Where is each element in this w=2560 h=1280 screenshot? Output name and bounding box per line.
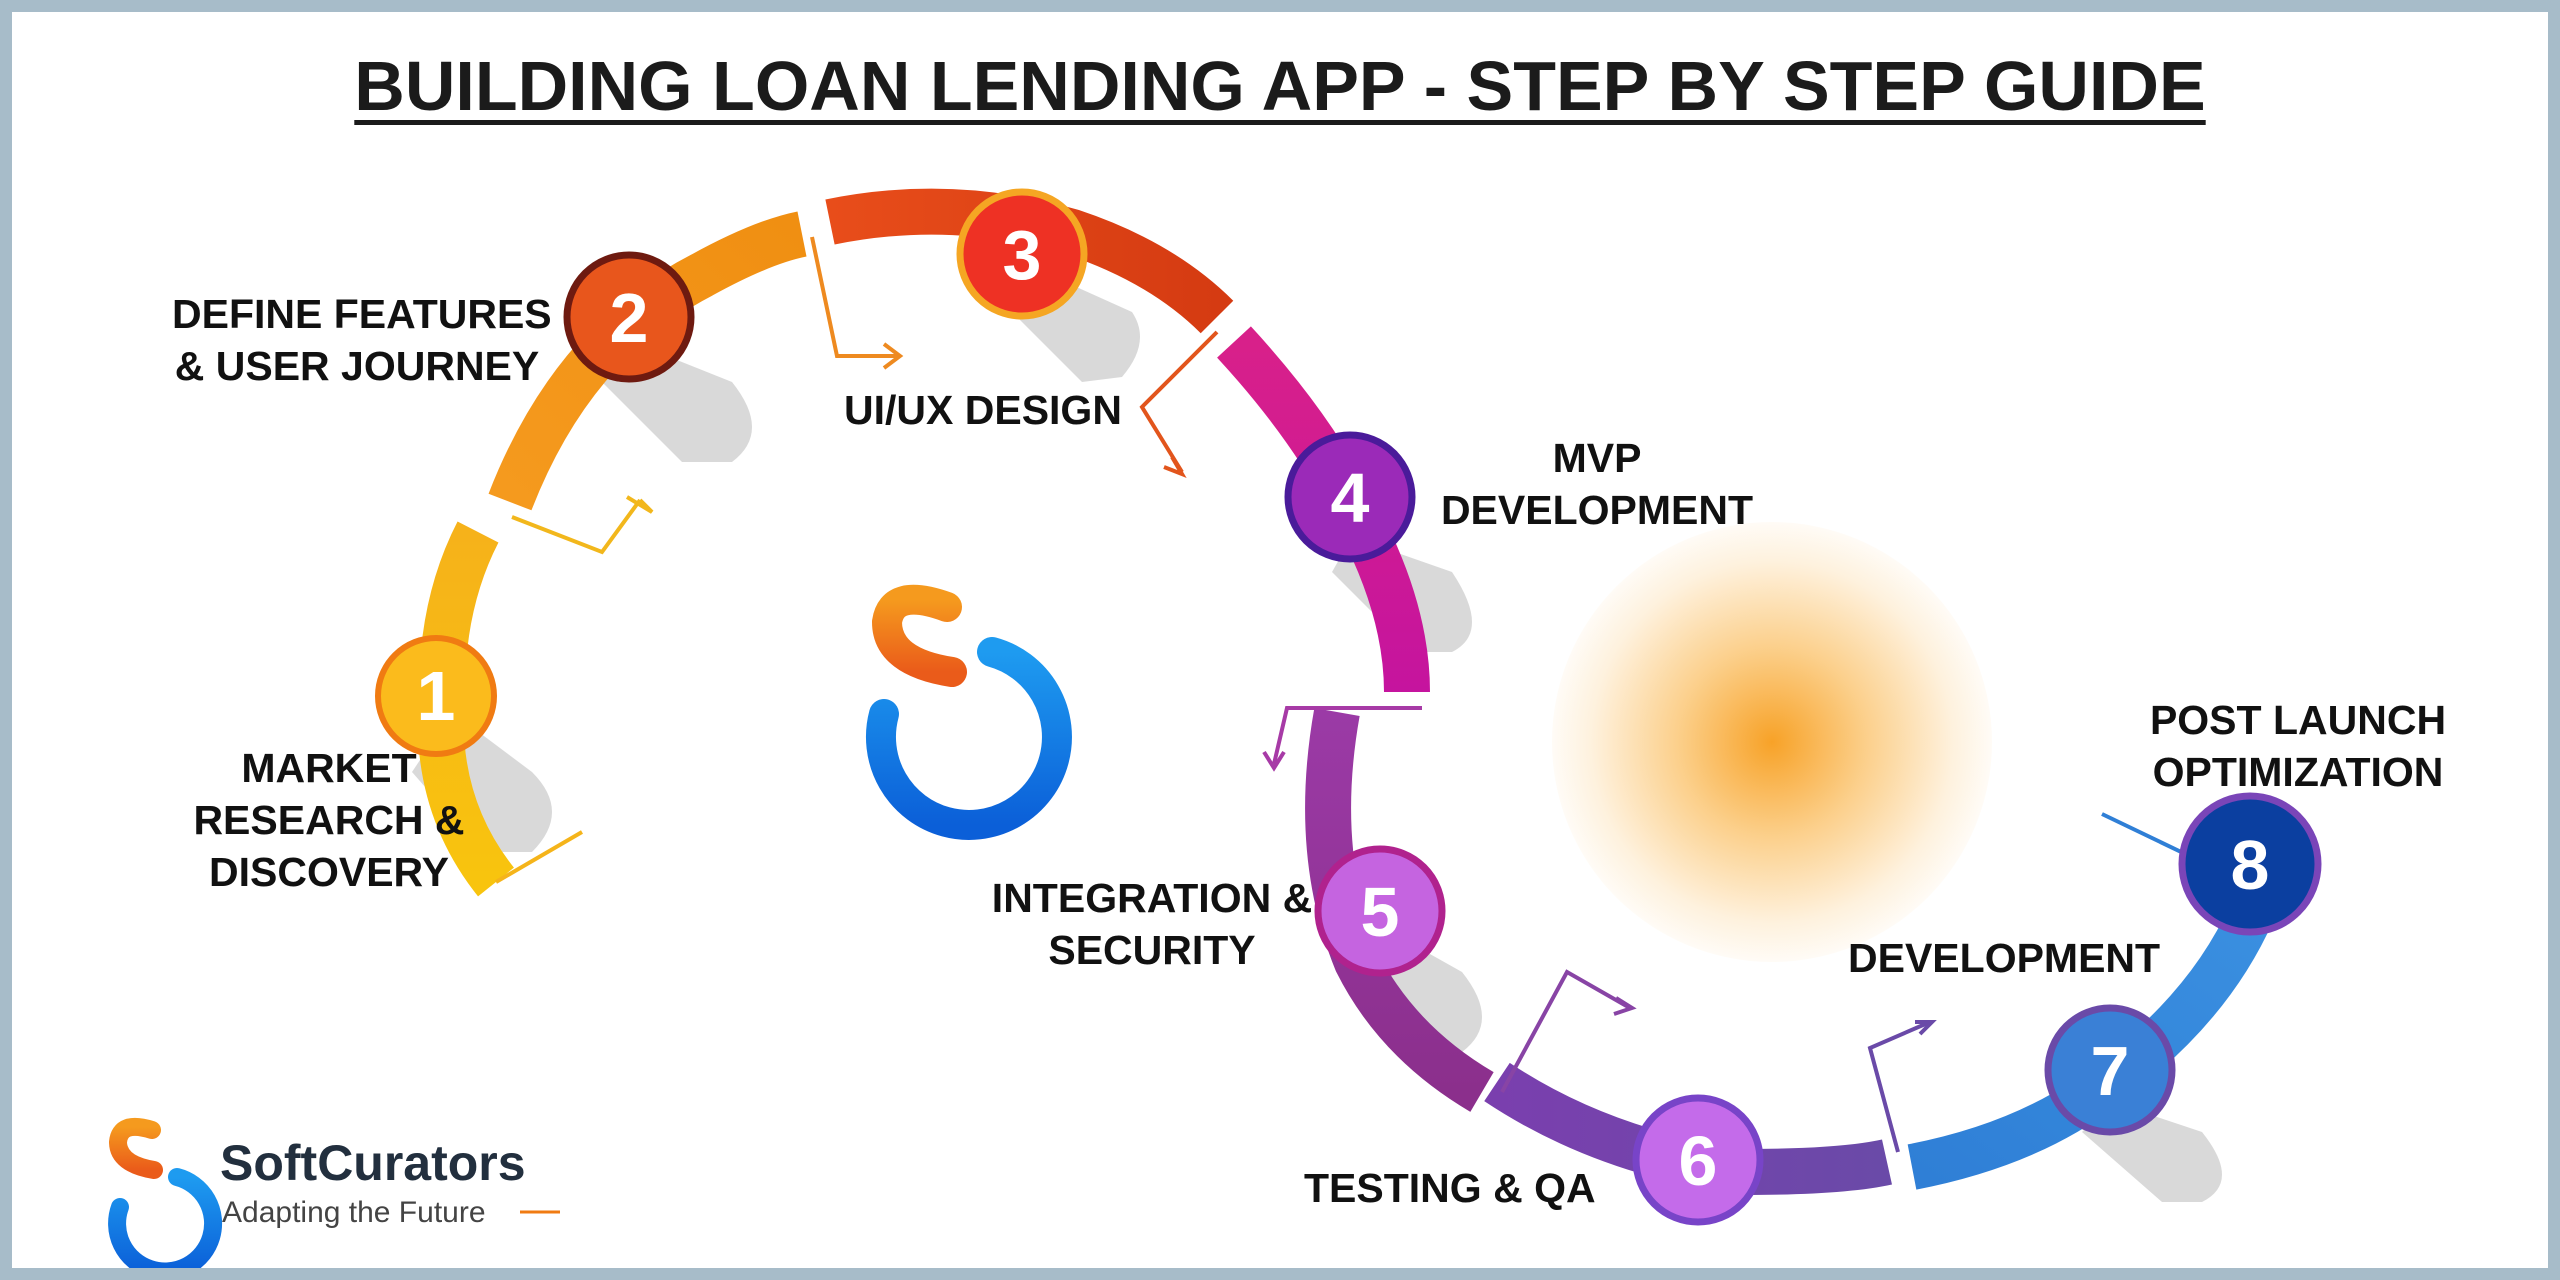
svg-text:1: 1	[417, 657, 456, 735]
step-label-7: DEVELOPMENT	[1848, 935, 2161, 981]
svg-text:5: 5	[1361, 873, 1400, 951]
orange-glow-decoration	[1552, 522, 1992, 962]
step-circle-4: 4	[1284, 431, 1416, 563]
step-label-1: MARKET RESEARCH & DISCOVERY	[193, 745, 465, 895]
softcurators-center-logo-icon	[865, 584, 1072, 840]
step-circle-8: 8	[2178, 792, 2322, 936]
svg-text:4: 4	[1331, 459, 1370, 537]
step-circle-1: 1	[375, 635, 497, 757]
step-label-5: INTEGRATION & SECURITY	[991, 875, 1313, 973]
connector-arrows	[494, 236, 2203, 1153]
step-label-8: POST LAUNCH OPTIMIZATION	[2149, 697, 2447, 795]
page-title: BUILDING LOAN LENDING APP - STEP BY STEP…	[354, 47, 2206, 125]
step-circle-7: 7	[2044, 1004, 2176, 1136]
softcurators-logo-icon	[108, 1118, 223, 1268]
svg-text:8: 8	[2231, 826, 2270, 904]
roadmap-diagram: 1 2 3 4 5 6 7 8	[108, 188, 2322, 1268]
step-circle-3: 3	[956, 188, 1088, 320]
infographic-frame: BUILDING LOAN LENDING APP - STEP BY STEP…	[12, 12, 2548, 1268]
step-circle-6: 6	[1632, 1094, 1764, 1226]
svg-text:6: 6	[1679, 1122, 1718, 1200]
step-circle-5: 5	[1314, 845, 1446, 977]
step-label-6: TESTING & QA	[1304, 1165, 1596, 1211]
brand-name: SoftCurators	[220, 1135, 526, 1191]
roadmap-path	[417, 188, 2274, 1196]
svg-text:7: 7	[2091, 1032, 2130, 1110]
step-circle-2: 2	[563, 251, 695, 383]
svg-text:2: 2	[610, 279, 649, 357]
svg-text:3: 3	[1003, 216, 1042, 294]
step-label-2: DEFINE FEATURES & USER JOURNEY	[172, 291, 552, 389]
step-label-3: UI/UX DESIGN	[844, 387, 1122, 433]
step-label-4: MVP DEVELOPMENT	[1440, 435, 1754, 533]
brand-tagline: Adapting the Future	[222, 1196, 486, 1229]
